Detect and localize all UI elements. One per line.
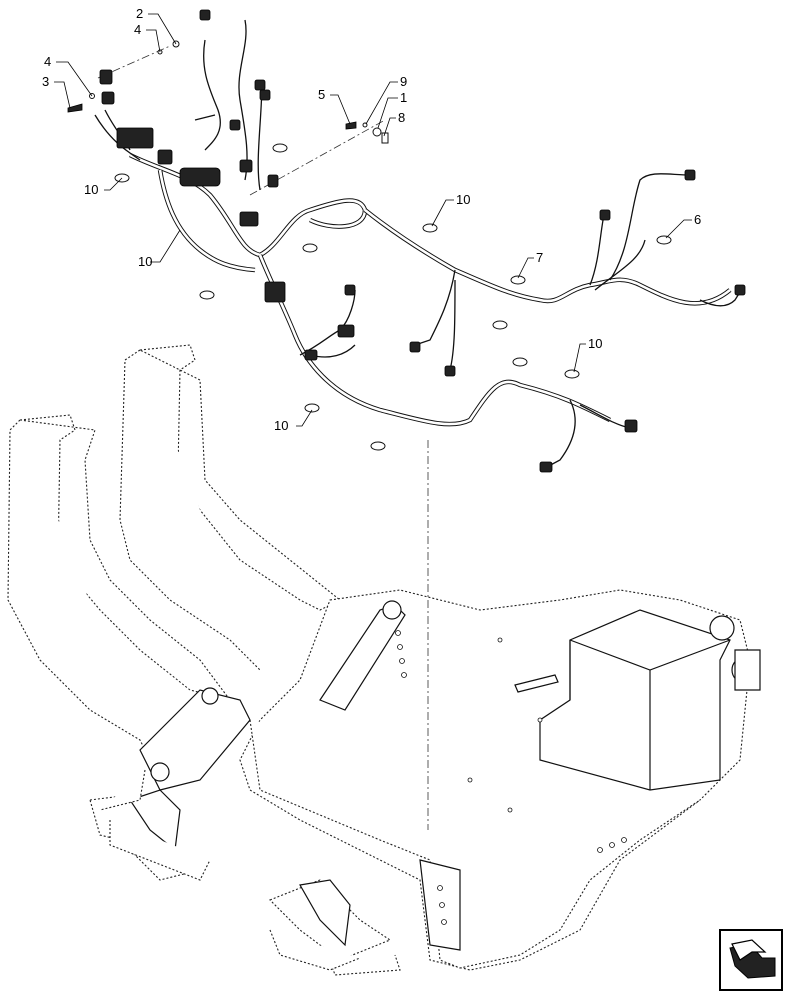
callout-leaders — [54, 13, 692, 427]
callout-3: 3 — [42, 74, 49, 89]
callout-4-left: 4 — [44, 54, 51, 69]
callout-10-lower-left: 10 — [274, 418, 288, 433]
callout-9: 9 — [400, 74, 407, 89]
callout-7: 10 — [138, 254, 152, 269]
callout-6: 7 — [536, 250, 543, 265]
callout-1: 1 — [400, 90, 407, 105]
wiring-harness — [67, 9, 746, 473]
next-page-arrow-icon[interactable] — [719, 929, 783, 991]
callout-2: 2 — [136, 6, 143, 21]
machine-frame — [7, 344, 761, 976]
callout-4-upper: 4 — [134, 22, 141, 37]
callout-10-left: 10 — [84, 182, 98, 197]
callout-5: 5 — [318, 87, 325, 102]
callout-8: 8 — [398, 110, 405, 125]
callout-10-lower-right: 10 — [588, 336, 602, 351]
callout-labels: 2 4 4 3 5 9 1 8 10 10 10 7 6 10 10 — [42, 6, 701, 433]
callout-10-right: 6 — [694, 212, 701, 227]
callout-10-mid: 10 — [456, 192, 470, 207]
